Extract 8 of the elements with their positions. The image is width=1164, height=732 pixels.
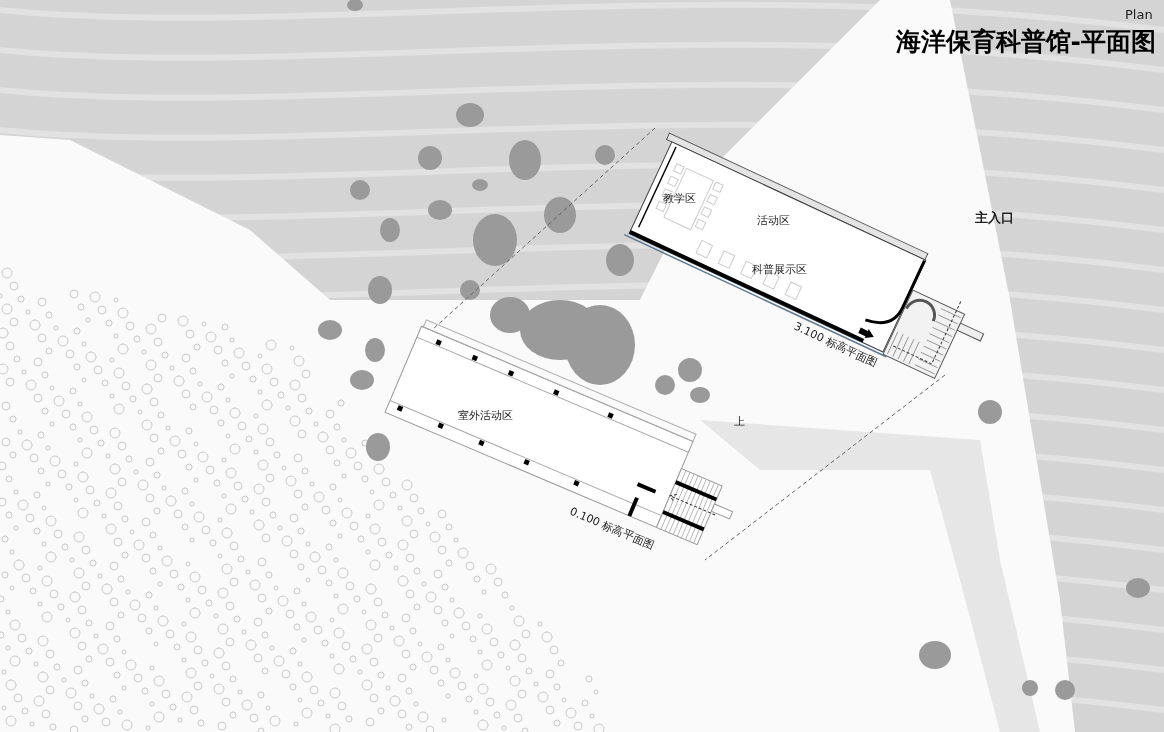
room-label: 教学区 xyxy=(663,193,696,206)
entrance-label: 主入口 xyxy=(975,211,1014,226)
title: 海洋保育科普馆-平面图 xyxy=(895,28,1156,56)
room-label: 科普展示区 xyxy=(752,264,807,277)
stair-label: 上 xyxy=(734,416,745,429)
room-label: 室外活动区 xyxy=(458,410,513,423)
room-label: 活动区 xyxy=(757,215,790,228)
subtitle: Plan xyxy=(1125,8,1153,23)
